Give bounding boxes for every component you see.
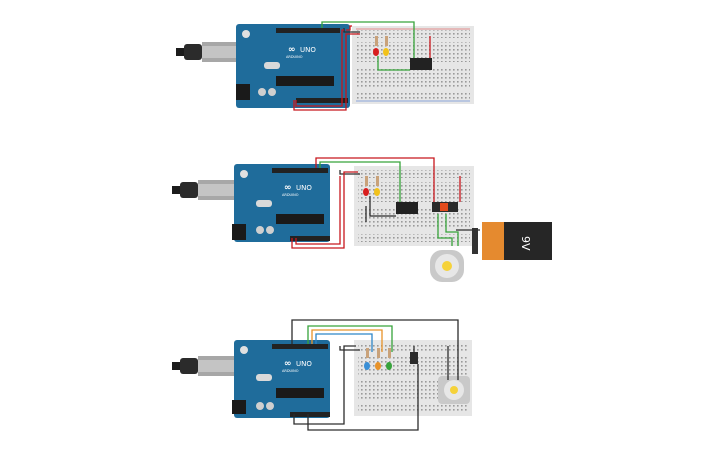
- usb-cable[interactable]: [176, 42, 240, 62]
- reset-button[interactable]: [240, 346, 248, 354]
- reset-button[interactable]: [240, 170, 248, 178]
- 9v-battery[interactable]: 9V: [472, 222, 552, 260]
- arduino-uno-board[interactable]: ∞ UNO ARDUINO: [232, 340, 330, 418]
- dc-motor[interactable]: [430, 250, 464, 282]
- uno-logo: UNO: [300, 46, 316, 54]
- red-led[interactable]: [373, 48, 379, 56]
- usb-cable[interactable]: [172, 180, 236, 200]
- usb-cable[interactable]: [172, 356, 236, 376]
- svg-text:∞: ∞: [284, 359, 292, 369]
- resistor[interactable]: [376, 176, 379, 186]
- wires: [293, 21, 431, 111]
- svg-text:∞: ∞: [284, 183, 292, 193]
- ic-chip: [410, 58, 432, 70]
- breadboard: [354, 340, 472, 416]
- circuit-2: ∞ UNO ARDUINO: [172, 157, 552, 282]
- uno-logo: UNO: [296, 360, 312, 368]
- microcontroller-chip: [276, 388, 324, 398]
- yellow-led[interactable]: [383, 48, 389, 56]
- green-led[interactable]: [386, 362, 392, 370]
- resistor[interactable]: [375, 36, 378, 46]
- uno-logo: UNO: [296, 184, 312, 192]
- microcontroller-chip: [276, 214, 324, 224]
- push-button[interactable]: [410, 352, 418, 364]
- wires: [291, 319, 459, 431]
- arduino-brand: ARDUINO: [286, 55, 303, 59]
- arduino-uno-board[interactable]: ∞ UNO ARDUINO: [236, 24, 350, 108]
- slide-switch[interactable]: [432, 202, 458, 212]
- red-led[interactable]: [363, 188, 369, 196]
- ic-chip: [396, 202, 418, 214]
- blue-led[interactable]: [364, 362, 370, 370]
- yellow-led[interactable]: [374, 188, 380, 196]
- arduino-brand: ARDUINO: [282, 369, 299, 373]
- reset-button[interactable]: [242, 30, 250, 38]
- arduino-uno-board[interactable]: ∞ UNO ARDUINO: [232, 164, 330, 242]
- resistor[interactable]: [377, 348, 380, 358]
- orange-led[interactable]: [375, 362, 381, 370]
- resistor[interactable]: [365, 176, 368, 186]
- circuit-1: ∞ UNO ARDUINO: [176, 21, 474, 111]
- resistor[interactable]: [366, 348, 369, 358]
- microcontroller-chip: [276, 76, 334, 86]
- svg-text:∞: ∞: [288, 45, 296, 55]
- circuit-3: ∞ UNO ARDUINO: [172, 319, 472, 431]
- dc-motor[interactable]: [438, 376, 470, 404]
- arduino-brand: ARDUINO: [282, 193, 299, 197]
- battery-label: 9V: [519, 236, 532, 251]
- resistor[interactable]: [385, 36, 388, 46]
- resistor[interactable]: [388, 348, 391, 358]
